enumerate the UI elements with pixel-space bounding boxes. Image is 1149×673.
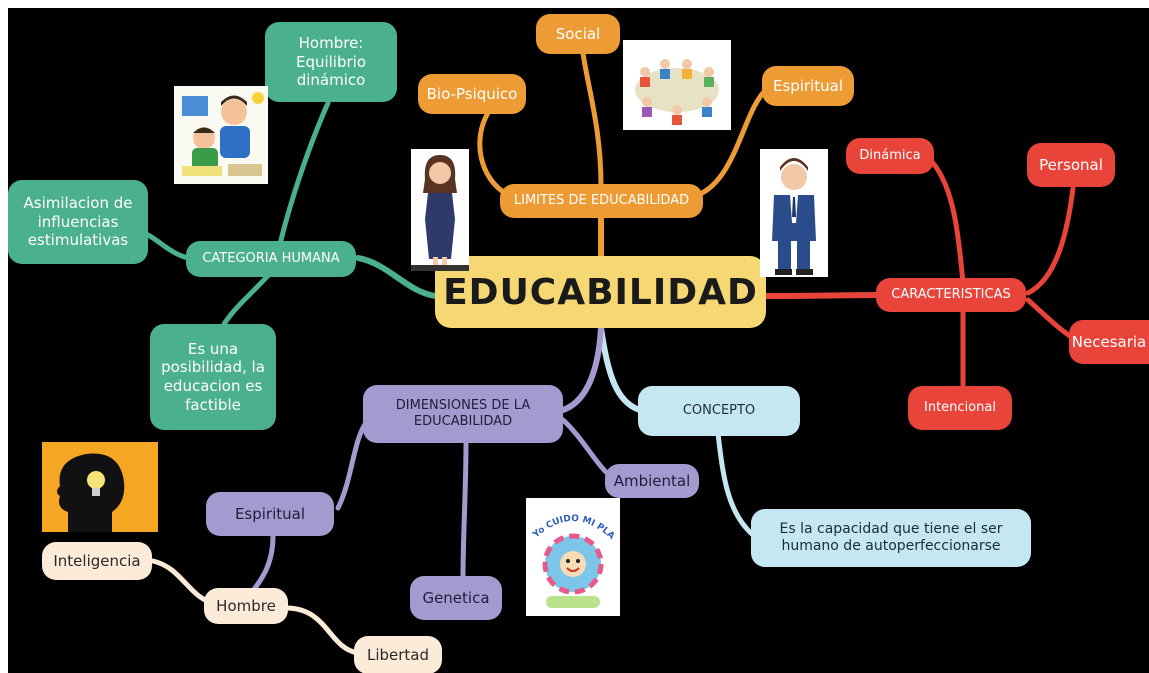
node-posibilidad[interactable]: Es una posibilidad, la educacion es fact… (150, 324, 276, 430)
link-hombre-libertad (283, 605, 361, 656)
node-ambiental[interactable]: Ambiental (605, 464, 699, 498)
node-inteligencia[interactable]: Inteligencia (42, 542, 152, 580)
node-social[interactable]: Social (536, 14, 620, 54)
link-root-concepto (598, 325, 643, 413)
lightbulb-head-icon (42, 442, 158, 532)
link-car-personal (1025, 185, 1076, 296)
node-genetica[interactable]: Genetica (410, 576, 502, 620)
node-libertad[interactable]: Libertad (354, 636, 442, 673)
node-limites-de-educabilidad[interactable]: LIMITES DE EDUCABILIDAD (500, 184, 703, 218)
node-categoria-humana[interactable]: CATEGORIA HUMANA (186, 241, 356, 277)
link-root-caracteristicas (763, 292, 883, 299)
planet-care-logo: Yo CUIDO MI PLANETA (526, 498, 620, 616)
node-personal[interactable]: Personal (1027, 143, 1115, 187)
node-hombre-equilibrio[interactable]: Hombre: Equilibrio dinámico (265, 22, 397, 102)
link-limites-bio (477, 110, 511, 198)
root-node-educabilidad[interactable]: EDUCABILIDAD (435, 256, 766, 328)
node-hombre[interactable]: Hombre (204, 588, 288, 624)
connector-lines (135, 50, 1081, 656)
node-necesaria[interactable]: Necesaria (1069, 320, 1149, 364)
mind-map-canvas: EDUCABILIDAD LIMITES DE EDUCABILIDAD Soc… (8, 8, 1149, 673)
node-caracteristicas[interactable]: CARACTERISTICAS (876, 278, 1026, 312)
link-espiritual-hombre (250, 533, 276, 594)
node-intencional[interactable]: Intencional (908, 386, 1012, 430)
node-asimilacion[interactable]: Asimilacion de influencias estimulativas (8, 180, 148, 264)
node-bio-psiquico[interactable]: Bio-Psiquico (418, 74, 526, 114)
node-concepto[interactable]: CONCEPTO (638, 386, 800, 436)
link-dim-ambiental (560, 417, 616, 481)
link-dim-genetica (460, 440, 469, 579)
link-concepto-definicion (715, 430, 756, 538)
link-limites-social (580, 50, 604, 189)
node-concepto-definicion[interactable]: Es la capacidad que tiene el ser humano … (751, 509, 1031, 567)
node-dimensiones[interactable]: DIMENSIONES DE LA EDUCABILIDAD (363, 385, 563, 443)
link-categoria-hombre (275, 100, 331, 256)
children-circle-image (623, 40, 731, 130)
link-categoria-posibilidad (220, 267, 276, 329)
link-limites-espiritual (695, 85, 771, 198)
node-espiritual-limites[interactable]: Espiritual (762, 66, 854, 106)
students-reading-illustration (174, 86, 268, 184)
link-root-dimensiones (560, 325, 604, 413)
link-root-categoria (355, 255, 439, 299)
man-businessman-image (760, 149, 828, 277)
woman-teacher-image (411, 149, 469, 271)
node-espiritual-dimensiones[interactable]: Espiritual (206, 492, 334, 536)
link-car-dinamica (930, 160, 966, 286)
node-dinamica[interactable]: Dinámica (846, 138, 934, 174)
